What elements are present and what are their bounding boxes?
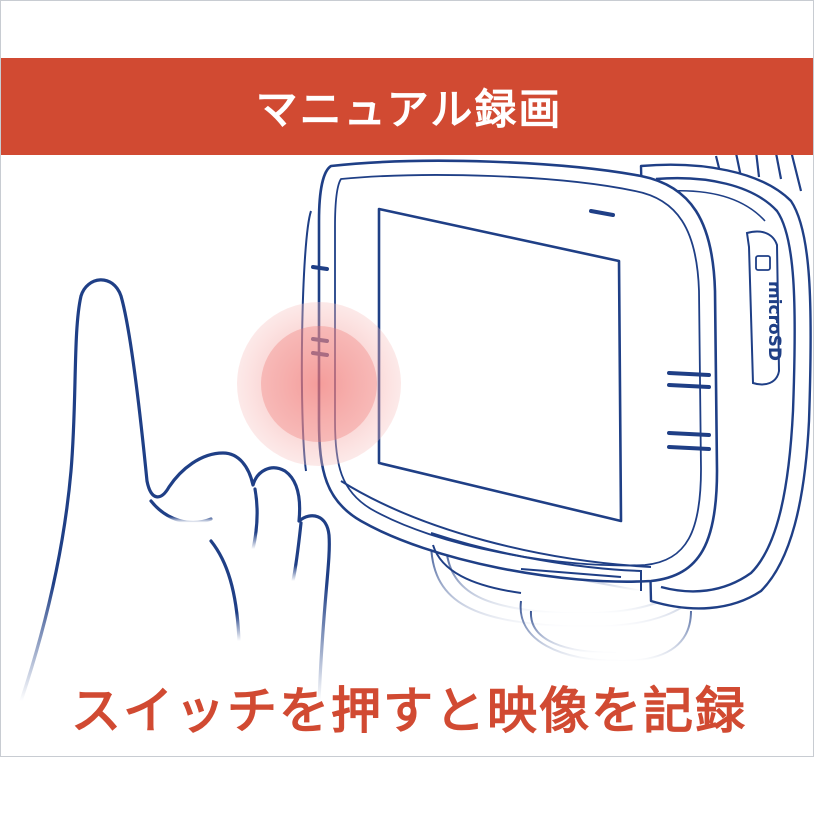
microsd-slot: microSD: [745, 230, 784, 386]
lower-housing: [340, 480, 652, 594]
caption: スイッチを押すと映像を記録: [71, 682, 747, 740]
hand-illustration: [19, 278, 331, 703]
title-banner: マニュアル録画: [1, 58, 813, 155]
switch-highlight: [237, 302, 401, 466]
microsd-label: microSD: [764, 281, 784, 361]
dashcam-illustration: microSD: [19, 136, 812, 703]
banner-title: マニュアル録画: [255, 85, 563, 134]
illustration-frame: microSD: [0, 0, 814, 757]
switch-highlight-core: [261, 326, 377, 442]
